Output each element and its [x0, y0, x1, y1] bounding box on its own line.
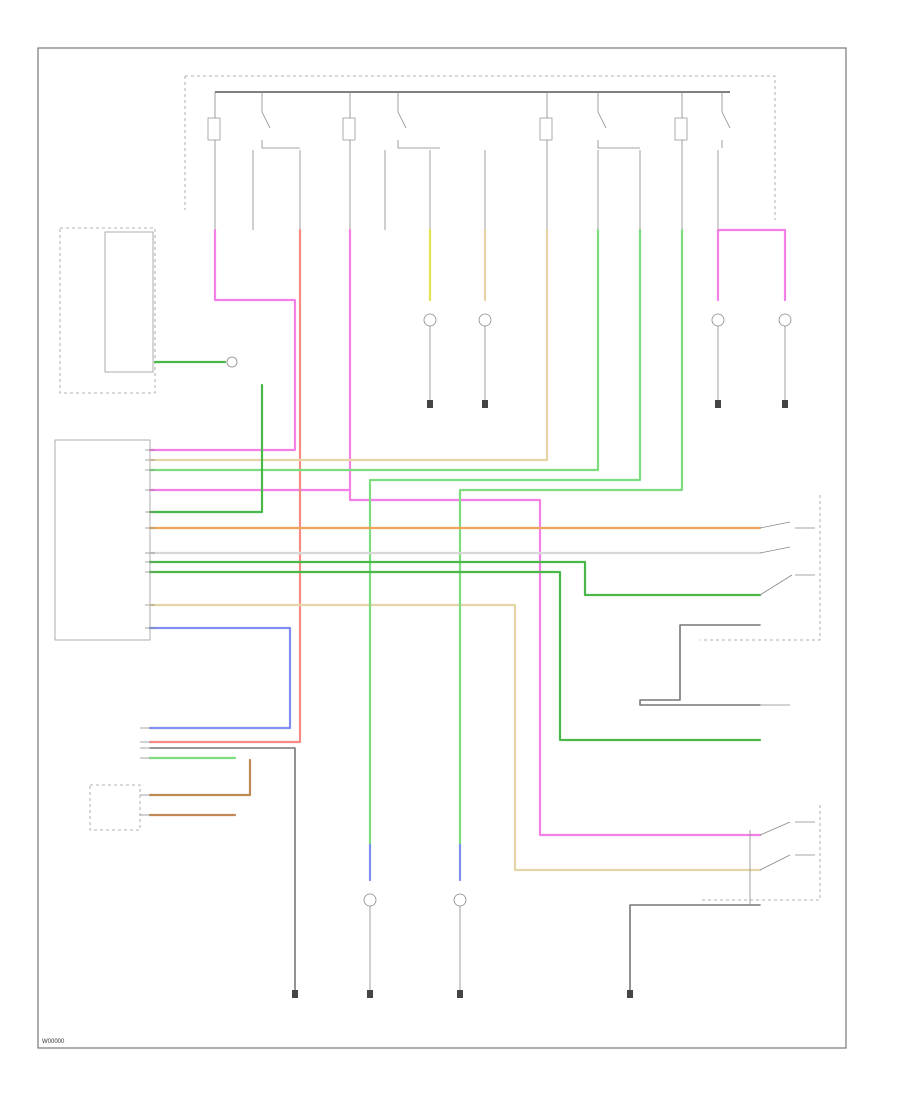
- lamp-bulb-icon: [711, 313, 725, 400]
- wire-tan-lower: [148, 603, 762, 872]
- lamp-bulb-icon: [363, 893, 377, 990]
- wire-gray-turn: [629, 904, 761, 991]
- switch-contact-icon: [759, 821, 815, 836]
- lamp-bulb-icon: [453, 893, 467, 990]
- lamps: [226, 313, 792, 990]
- wire-brown: [148, 758, 252, 797]
- switch-contacts: [749, 521, 815, 905]
- fuse-1: [207, 117, 221, 141]
- relay-switch-4: [721, 111, 731, 148]
- ground-icon: [482, 400, 488, 408]
- instrument-panel-cluster: [59, 227, 156, 394]
- wire-green-cluster: [148, 360, 264, 514]
- fuse-4: [674, 117, 688, 141]
- switch-contact-icon: [759, 521, 815, 529]
- wire-gray-switch: [639, 624, 761, 706]
- wire-pink-mid: [148, 228, 762, 837]
- diagram-id: W00000: [42, 1039, 65, 1045]
- wire-green-3: [458, 228, 684, 847]
- lamp-bulb-icon: [423, 313, 437, 400]
- relay-group: [207, 92, 731, 230]
- ground-icon: [457, 990, 463, 998]
- wire-red: [148, 228, 302, 744]
- indicator-lamp-icon: [226, 356, 238, 368]
- wire-pink-left: [148, 228, 297, 452]
- wire-green-switch-1: [148, 560, 762, 597]
- ground-icon: [292, 990, 298, 998]
- wires: [148, 228, 787, 991]
- bus-drops: [214, 92, 723, 118]
- switch-contact-icon: [759, 546, 791, 554]
- wire-pink-right: [716, 228, 787, 302]
- underhood-fuse-block-outline: [184, 75, 776, 220]
- cluster-inner-box: [104, 231, 154, 373]
- relay-switch-2: [397, 111, 440, 149]
- turn-signal-switch-outline: [700, 805, 821, 901]
- fuse-outputs: [214, 140, 719, 230]
- ground-icon: [782, 400, 788, 408]
- wire-tan-long: [148, 228, 549, 462]
- wire-green-2: [368, 228, 642, 847]
- switch-contact-icon: [759, 574, 815, 596]
- body-control-module: [54, 439, 151, 641]
- fuse-3: [539, 117, 553, 141]
- wire-blue-bcm: [148, 626, 292, 730]
- bcm-pins: [140, 449, 155, 816]
- wire-green-1: [148, 228, 600, 472]
- fuse-2: [342, 117, 356, 141]
- ground-icon: [367, 990, 373, 998]
- left-connector-box: [89, 784, 141, 831]
- ground-icon: [715, 400, 721, 408]
- diagram-frame: [37, 47, 847, 1049]
- relay-switch-1: [261, 111, 300, 149]
- grounds: [292, 400, 788, 998]
- ground-icon: [627, 990, 633, 998]
- headlamp-switch-outline: [700, 495, 821, 641]
- ground-icon: [427, 400, 433, 408]
- wire-green-switch-2: [148, 570, 762, 742]
- wire-gray-ground-left: [149, 747, 296, 991]
- switch-contact-icon: [759, 854, 815, 871]
- relay-switch-3: [597, 111, 640, 149]
- lamp-bulb-icon: [478, 313, 492, 400]
- lamp-bulb-icon: [778, 313, 792, 400]
